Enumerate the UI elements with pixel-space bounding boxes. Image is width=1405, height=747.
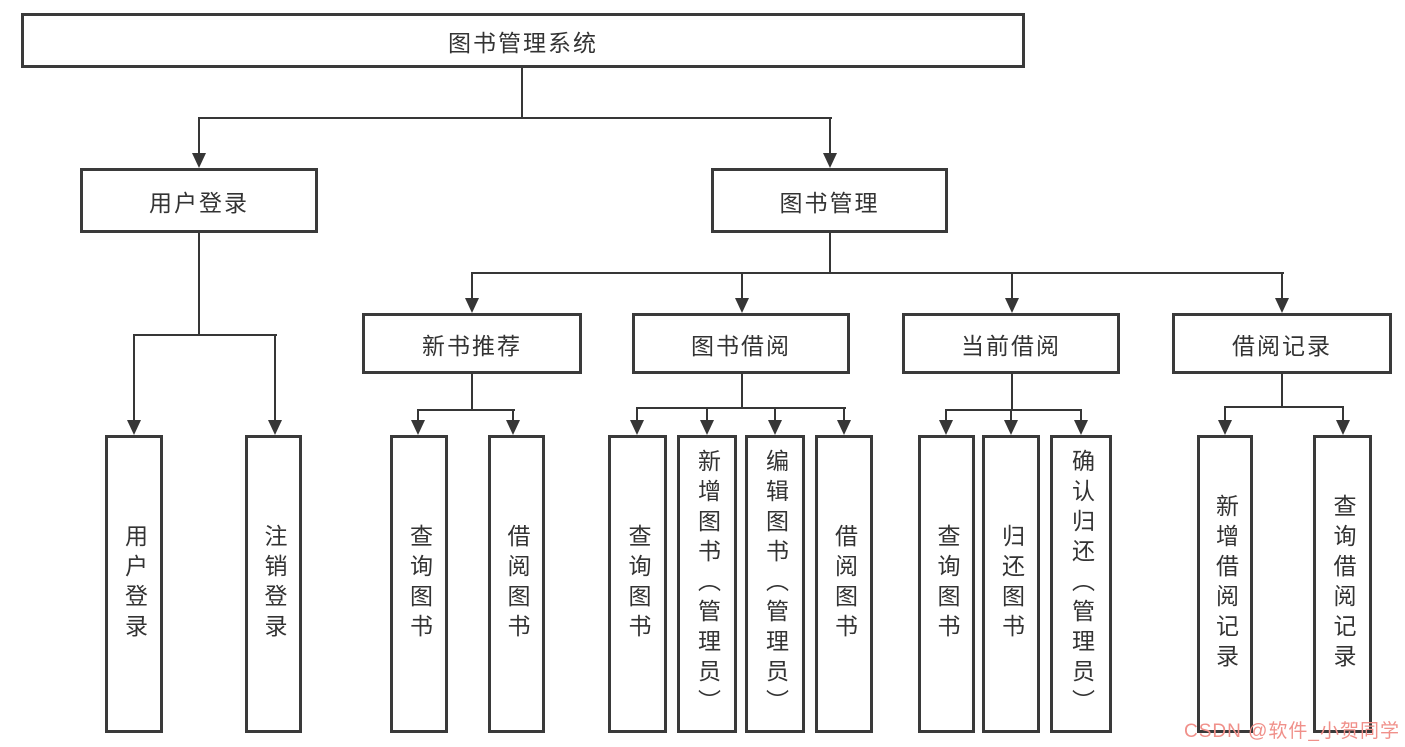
node-label: 借阅记录: [1232, 332, 1332, 359]
connector-line: [636, 407, 846, 409]
node-root-system: 图书管理系统: [21, 13, 1025, 68]
leaf-records-query-borrow-record: 查询借阅记录: [1313, 435, 1372, 733]
node-book-borrow: 图书借阅: [632, 313, 850, 374]
connector-line: [1342, 406, 1344, 422]
node-current-borrow: 当前借阅: [902, 313, 1120, 374]
arrowhead-icon: [1218, 420, 1232, 435]
leaf-borrow-add-books-admin: 新增图书（管理员）: [677, 435, 737, 733]
connector-line: [198, 117, 200, 154]
node-label: 新书推荐: [422, 332, 522, 359]
connector-line: [774, 407, 776, 422]
node-user-login-branch: 用户登录: [80, 168, 318, 233]
arrowhead-icon: [411, 420, 425, 435]
connector-line: [1011, 272, 1013, 299]
leaf-label: 新增图书（管理员）: [694, 449, 721, 719]
connector-line: [829, 233, 831, 274]
connector-line: [133, 334, 135, 421]
connector-line: [843, 407, 845, 422]
connector-line: [133, 334, 277, 336]
node-label: 图书借阅: [691, 332, 791, 359]
leaf-label: 借阅图书: [504, 524, 530, 644]
leaf-current-confirm-return-admin: 确认归还（管理员）: [1050, 435, 1112, 733]
leaf-label: 查询借阅记录: [1330, 494, 1356, 674]
leaf-label: 查询图书: [406, 524, 433, 644]
connector-line: [521, 68, 523, 118]
leaf-label: 编辑图书（管理员）: [762, 449, 789, 719]
node-book-management-branch: 图书管理: [711, 168, 948, 233]
arrowhead-icon: [939, 420, 953, 435]
leaf-user-logout: 注销登录: [245, 435, 302, 733]
connector-line: [741, 272, 743, 299]
connector-line: [471, 374, 473, 411]
connector-line: [1281, 374, 1283, 408]
connector-line: [945, 409, 1082, 411]
connector-line: [274, 334, 276, 421]
connector-line: [417, 409, 419, 422]
arrowhead-icon: [735, 298, 749, 313]
leaf-label: 用户登录: [121, 524, 148, 644]
connector-line: [512, 409, 514, 422]
connector-line: [1281, 272, 1283, 299]
node-label: 用户登录: [149, 189, 249, 216]
connector-line: [741, 374, 743, 409]
arrowhead-icon: [1336, 420, 1350, 435]
connector-line: [471, 272, 473, 299]
arrowhead-icon: [1074, 420, 1088, 435]
connector-line: [829, 117, 831, 154]
connector-line: [471, 272, 1284, 274]
arrowhead-icon: [1275, 298, 1289, 313]
arrowhead-icon: [192, 153, 206, 168]
leaf-label: 查询图书: [934, 524, 960, 644]
arrowhead-icon: [823, 153, 837, 168]
connector-line: [1224, 406, 1226, 422]
leaf-label: 注销登录: [261, 524, 287, 644]
connector-line: [417, 409, 515, 411]
connector-line: [198, 233, 200, 336]
leaf-records-add-borrow-record: 新增借阅记录: [1197, 435, 1253, 733]
connector-line: [945, 409, 947, 422]
arrowhead-icon: [1005, 298, 1019, 313]
leaf-borrow-borrow-books: 借阅图书: [815, 435, 873, 733]
leaf-borrow-query-books: 查询图书: [608, 435, 667, 733]
leaf-current-return-books: 归还图书: [982, 435, 1040, 733]
node-label: 当前借阅: [961, 332, 1061, 359]
leaf-recommend-borrow-books: 借阅图书: [488, 435, 545, 733]
node-label: 图书管理: [779, 189, 880, 216]
arrowhead-icon: [506, 420, 520, 435]
leaf-label: 确认归还（管理员）: [1068, 449, 1095, 719]
connector-line: [1080, 409, 1082, 422]
leaf-label: 借阅图书: [831, 524, 858, 644]
leaf-current-query-books: 查询图书: [918, 435, 975, 733]
arrowhead-icon: [630, 420, 644, 435]
leaf-label: 归还图书: [998, 524, 1025, 644]
connector-line: [636, 407, 638, 422]
arrowhead-icon: [1004, 420, 1018, 435]
node-borrow-records: 借阅记录: [1172, 313, 1392, 374]
connector-line: [1010, 409, 1012, 422]
leaf-label: 新增借阅记录: [1212, 494, 1239, 674]
connector-line: [1011, 374, 1013, 411]
arrowhead-icon: [700, 420, 714, 435]
leaf-label: 查询图书: [625, 524, 651, 644]
watermark: CSDN @软件_小贺同学: [1184, 721, 1400, 742]
arrowhead-icon: [465, 298, 479, 313]
node-new-book-recommend: 新书推荐: [362, 313, 582, 374]
node-root-label: 图书管理系统: [448, 29, 598, 56]
arrowhead-icon: [268, 420, 282, 435]
connector-line: [198, 117, 832, 119]
leaf-borrow-edit-books-admin: 编辑图书（管理员）: [745, 435, 805, 733]
arrowhead-icon: [837, 420, 851, 435]
arrowhead-icon: [768, 420, 782, 435]
leaf-user-login: 用户登录: [105, 435, 163, 733]
arrowhead-icon: [127, 420, 141, 435]
connector-line: [706, 407, 708, 422]
leaf-recommend-query-books: 查询图书: [390, 435, 448, 733]
connector-line: [1224, 406, 1344, 408]
